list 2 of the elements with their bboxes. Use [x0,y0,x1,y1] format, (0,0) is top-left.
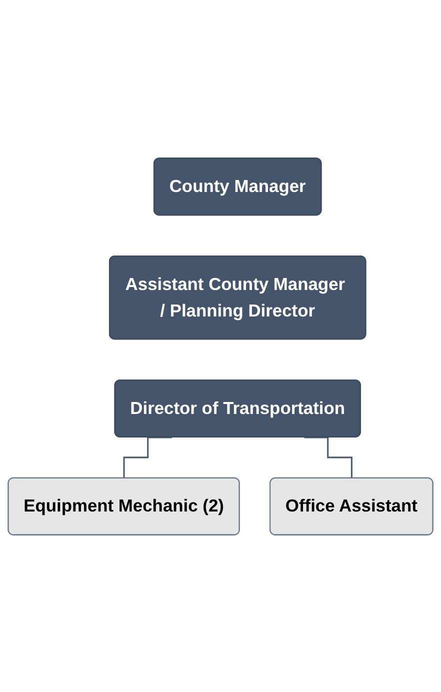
connector [304,436,353,479]
connector [123,436,172,479]
